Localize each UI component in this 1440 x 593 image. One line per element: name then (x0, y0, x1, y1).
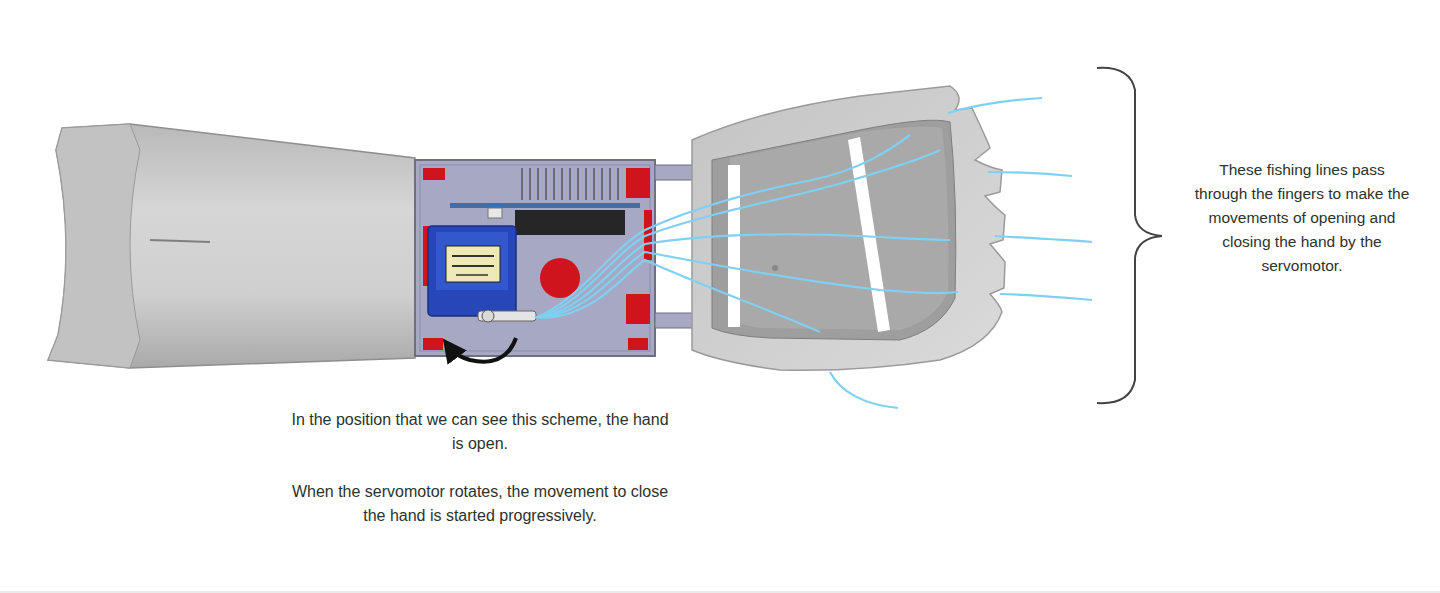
connector (488, 208, 502, 218)
forearm-opening (48, 124, 140, 368)
callout-note: These fishing lines pass through the fin… (1195, 158, 1410, 278)
servo-horn (478, 311, 536, 321)
microcontroller-chip (515, 210, 625, 235)
red-block (628, 338, 648, 350)
palm-inner (730, 127, 948, 330)
hinge (655, 165, 693, 180)
forearm-shell (48, 124, 415, 368)
circuit-board (450, 203, 640, 208)
red-block (423, 338, 443, 350)
white-strip (728, 165, 740, 327)
bottom-rule (0, 592, 1440, 593)
sticker-mark (452, 265, 494, 267)
red-block (423, 168, 445, 180)
servo-hub (482, 310, 494, 322)
forearm-slot (150, 240, 210, 242)
caption-note: In the position that we can see this sch… (285, 408, 675, 456)
fishing-lines (535, 98, 1092, 408)
red-block (626, 168, 650, 198)
rotation-arrow (450, 338, 516, 362)
palm-cavity (712, 120, 956, 340)
electronics-box (415, 160, 655, 356)
box-inner-edge (420, 165, 650, 351)
red-block (626, 294, 650, 324)
caption-note: When the servomotor rotates, the movemen… (285, 480, 675, 528)
sticker-mark (452, 255, 494, 257)
hinge (655, 313, 693, 328)
pin-hole (772, 265, 778, 271)
curly-bracket (1097, 68, 1162, 403)
heatsink (522, 168, 618, 200)
sticker-mark (456, 274, 488, 276)
servomotor (428, 226, 516, 316)
hand-shell (692, 86, 1005, 370)
servo-sticker (446, 246, 500, 282)
servo-face (436, 232, 508, 290)
